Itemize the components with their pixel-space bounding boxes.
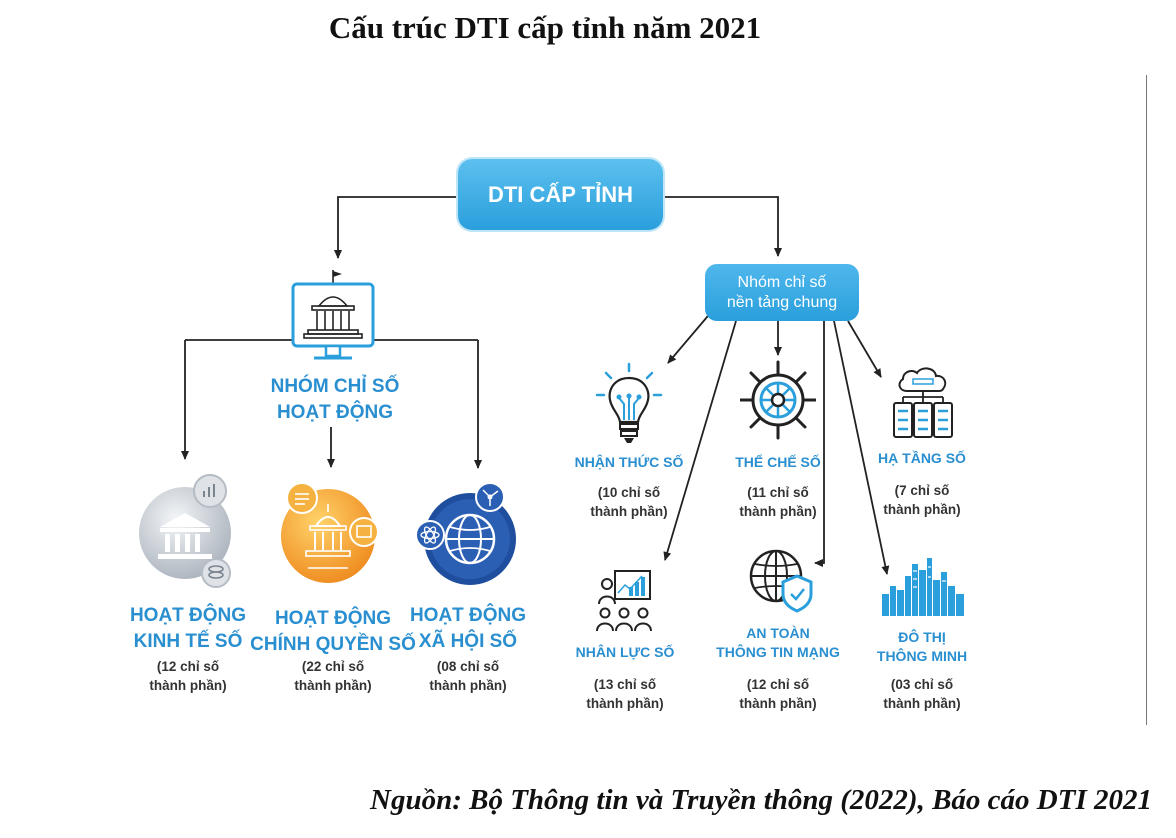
activity-item-chinhquyen-line2: CHÍNH QUYỀN SỐ [250,634,416,655]
activity-item-chinhquyen-line1: HOẠT ĐỘNG [274,608,392,629]
people-training-icon [596,570,652,632]
root-node-dti: DTI CẤP TỈNH [458,159,663,230]
foundation-item-dothi-line2: THÔNG MINH [876,648,968,664]
foundation-item-theche-note2: thành phần) [739,504,817,519]
activity-item-chinhquyen-note: (22 chỉ số thành phần) [263,657,403,695]
connector-foundation-nhanluc [663,320,737,561]
foundation-item-nhanthuc-note: (10 chỉ số thành phần) [559,483,699,521]
foundation-item-theche-line1: THỂ CHẾ SỐ [735,454,821,470]
foundation-item-hatang-note2: thành phần) [883,502,961,517]
foundation-item-nhanthuc-note1: (10 chỉ số [597,485,661,500]
foundation-item-antoan-note1: (12 chỉ số [746,677,810,692]
foundation-item-theche-note: (11 chỉ số thành phần) [708,483,848,521]
smart-city-icon [882,558,964,616]
source-note: Nguồn: Bộ Thông tin và Truyền thông (202… [370,784,1152,816]
foundation-item-theche-label: THỂ CHẾ SỐ [708,453,848,472]
activity-item-xahoi-note1: (08 chỉ số [436,659,500,674]
cloud-server-icon [893,367,953,438]
foundation-item-dothi-line1: ĐÔ THỊ [898,629,946,645]
foundation-item-nhanluc-note: (13 chỉ số thành phần) [555,675,695,713]
government-building-icon [291,270,375,360]
foundation-item-dothi-label: ĐÔ THỊ THÔNG MINH [852,628,992,666]
capitol-icon [281,482,379,583]
foundation-item-dothi-note: (03 chỉ số thành phần) [852,675,992,713]
foundation-item-antoan-note2: thành phần) [739,696,817,711]
foundation-group-node: Nhóm chỉ số nền tảng chung [705,264,859,321]
foundation-item-nhanluc-note2: thành phần) [586,696,664,711]
foundation-item-hatang-note1: (7 chỉ số [894,483,950,498]
foundation-item-antoan-line1: AN TOÀN [746,625,810,641]
connector-root-foundation [663,196,782,257]
connector-foundation-hatang [847,320,882,378]
globe-network-icon [415,482,516,585]
root-node-label: DTI CẤP TỈNH [487,181,634,207]
connector-foundation-dothi [833,320,890,575]
activity-item-kinhte-note2: thành phần) [149,678,227,693]
page-title: Cấu trúc DTI cấp tỉnh năm 2021 [328,10,762,45]
activity-group-line1: NHÓM CHỈ SỐ [270,376,400,397]
activity-item-kinhte-line1: HOẠT ĐỘNG [129,605,247,626]
foundation-item-antoan-note: (12 chỉ số thành phần) [708,675,848,713]
activity-item-chinhquyen-note2: thành phần) [294,678,372,693]
foundation-item-hatang-note: (7 chỉ số thành phần) [852,481,992,519]
activity-item-chinhquyen-label: HOẠT ĐỘNG CHÍNH QUYỀN SỐ [248,606,418,658]
foundation-item-nhanluc-note1: (13 chỉ số [593,677,657,692]
activity-group-line2: HOẠT ĐỘNG [276,402,394,423]
ship-wheel-icon [740,360,816,440]
globe-shield-icon [749,549,813,613]
activity-item-chinhquyen-note1: (22 chỉ số [301,659,365,674]
foundation-item-antoan-label: AN TOÀN THÔNG TIN MẠNG [703,624,853,662]
activity-group-label: NHÓM CHỈ SỐ HOẠT ĐỘNG [250,374,420,426]
activity-item-xahoi-line2: XÃ HỘI SỐ [418,631,518,652]
foundation-item-nhanthuc-line1: NHẬN THỨC SỐ [574,454,684,470]
activity-item-xahoi-note: (08 chỉ số thành phần) [398,657,538,695]
activity-item-xahoi-label: HOẠT ĐỘNG XÃ HỘI SỐ [398,603,538,655]
foundation-item-nhanthuc-note2: thành phần) [590,504,668,519]
foundation-item-nhanthuc-label: NHẬN THỨC SỐ [559,453,699,472]
activity-item-xahoi-note2: thành phần) [429,678,507,693]
foundation-item-nhanluc-label: NHÂN LỰC SỐ [555,643,695,662]
foundation-item-dothi-note2: thành phần) [883,696,961,711]
activity-item-xahoi-line1: HOẠT ĐỘNG [409,605,527,626]
connector-root-activity [334,196,458,259]
foundation-item-dothi-note1: (03 chỉ số [890,677,954,692]
foundation-item-antoan-line2: THÔNG TIN MẠNG [716,644,840,660]
activity-item-kinhte-note1: (12 chỉ số [156,659,220,674]
activity-item-kinhte-line2: KINH TẾ SỐ [133,631,243,652]
activity-item-kinhte-note: (12 chỉ số thành phần) [118,657,258,695]
foundation-group-line2: nền tảng chung [726,293,838,311]
connector-foundation-antoan [814,321,825,567]
right-divider [1146,75,1147,725]
lightbulb-icon [595,362,663,443]
foundation-item-nhanluc-line1: NHÂN LỰC SỐ [575,644,675,660]
foundation-item-hatang-line1: HẠ TẦNG SỐ [878,450,966,466]
foundation-group-line1: Nhóm chỉ số [737,273,827,291]
activity-item-kinhte-label: HOẠT ĐỘNG KINH TẾ SỐ [118,603,258,655]
foundation-item-theche-note1: (11 chỉ số [747,485,809,500]
connector-foundation-nhanthuc [667,309,714,364]
foundation-item-hatang-label: HẠ TẦNG SỐ [852,449,992,468]
bank-icon [139,474,231,588]
